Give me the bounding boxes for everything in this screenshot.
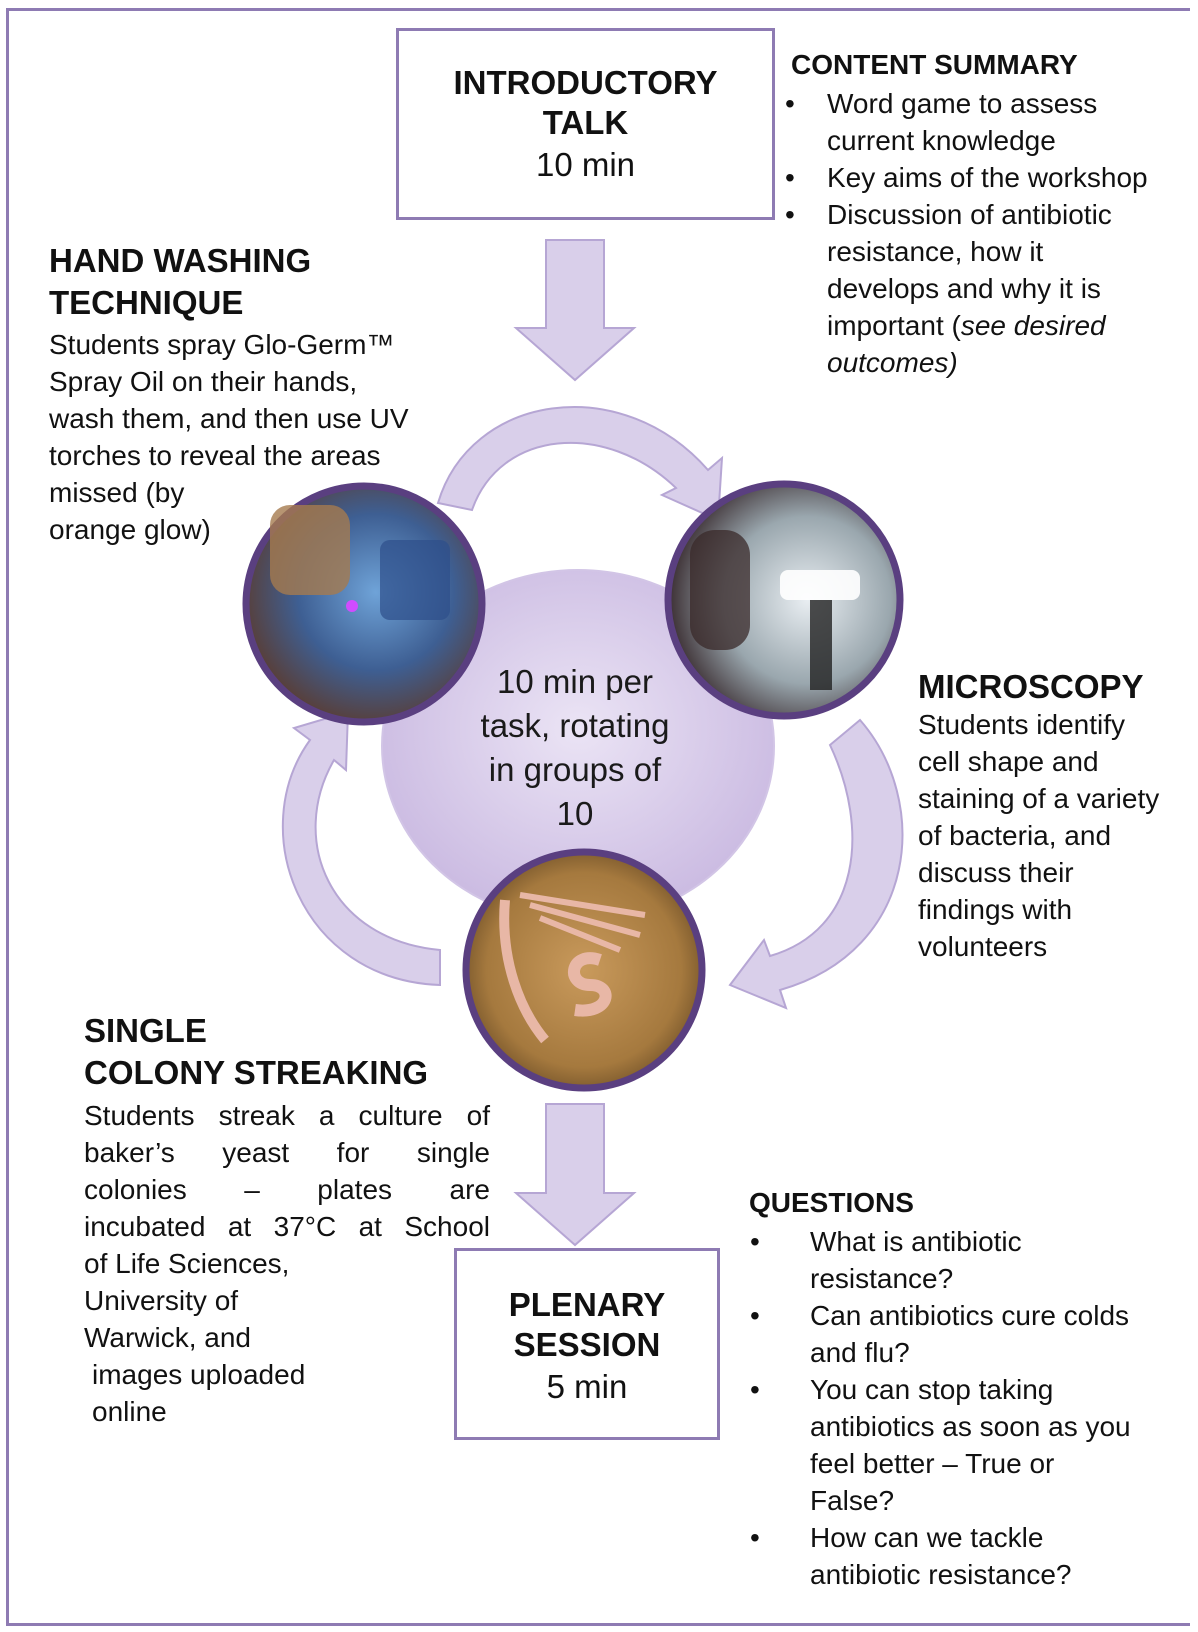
- intro-title-line2: TALK: [542, 104, 629, 141]
- questions-list: • What is antibiotic resistance? • Can a…: [750, 1223, 1190, 1593]
- bullet-icon: •: [750, 1522, 760, 1553]
- list-item: • Word game to assess current knowledge: [785, 85, 1195, 159]
- hand-washing-heading: HAND WASHING TECHNIQUE: [49, 242, 312, 321]
- intro-box: INTRODUCTORY TALK 10 min: [396, 28, 775, 220]
- plenary-box: PLENARY SESSION 5 min: [454, 1248, 720, 1440]
- arrow-plenary-down: [513, 1103, 637, 1247]
- list-item: • What is antibiotic resistance?: [750, 1223, 1190, 1297]
- center-rotation-text: 10 min per task, rotating in groups of 1…: [480, 663, 670, 832]
- bullet-icon: •: [750, 1300, 760, 1331]
- arrow-curve-left: [281, 710, 441, 987]
- bullet-icon: •: [750, 1374, 760, 1405]
- plenary-duration: 5 min: [546, 1368, 628, 1405]
- streaking-heading: SINGLE COLONY STREAKING: [84, 1012, 429, 1091]
- microscopy-photo: [664, 480, 904, 720]
- plenary-title-line1: PLENARY: [508, 1286, 666, 1323]
- streaking-description: Students streak a culture of baker’s yea…: [84, 1100, 490, 1427]
- arrow-intro-down: [513, 239, 637, 382]
- petri-dish-photo: [462, 848, 706, 1092]
- hand-washing-description: Students spray Glo-Germ™ Spray Oil on th…: [49, 329, 409, 545]
- intro-duration: 10 min: [535, 146, 636, 183]
- hand-washing-photo: [242, 482, 486, 726]
- arrow-curve-top: [436, 406, 724, 522]
- list-item: • Discussion of antibiotic resistance, h…: [785, 196, 1195, 381]
- bullet-icon: •: [785, 88, 795, 119]
- microscopy-description: Students identify cell shape and stainin…: [918, 709, 1160, 962]
- list-item: • Can antibiotics cure colds and flu?: [750, 1297, 1190, 1371]
- bullet-icon: •: [750, 1226, 760, 1257]
- arrow-curve-right: [728, 718, 904, 1010]
- list-item: • You can stop taking antibiotics as soo…: [750, 1371, 1190, 1519]
- content-summary-list: • Word game to assess current knowledge …: [785, 85, 1195, 381]
- outer-frame: [6, 8, 1190, 1626]
- bullet-icon: •: [785, 199, 795, 230]
- plenary-title-line2: SESSION: [513, 1326, 661, 1363]
- list-item: • How can we tackle antibiotic resistanc…: [750, 1519, 1190, 1593]
- questions-heading: QUESTIONS: [749, 1187, 914, 1218]
- intro-title-line1: INTRODUCTORY: [453, 64, 718, 101]
- bullet-icon: •: [785, 162, 795, 193]
- list-item: • Key aims of the workshop: [785, 159, 1195, 196]
- microscopy-heading: MICROSCOPY: [918, 668, 1144, 705]
- content-summary-heading: CONTENT SUMMARY: [791, 49, 1078, 80]
